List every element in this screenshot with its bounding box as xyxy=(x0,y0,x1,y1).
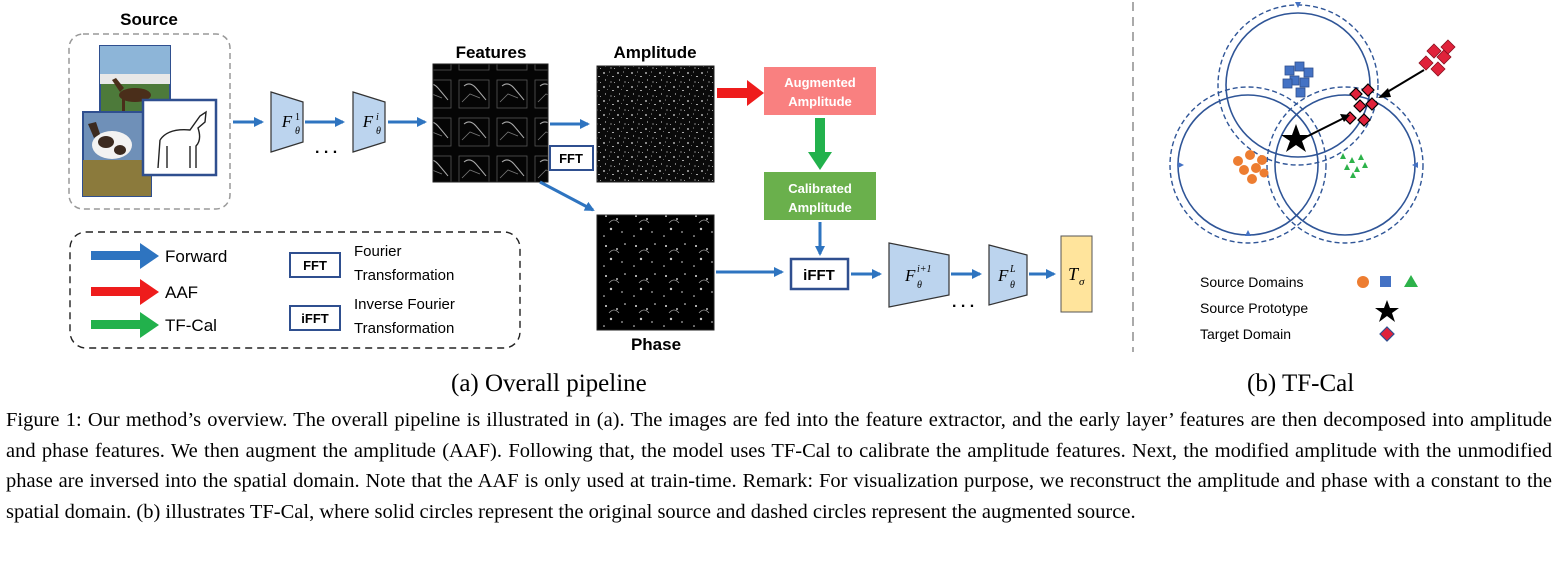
phase-image xyxy=(596,214,715,331)
legend-green-triangle xyxy=(1404,275,1418,287)
svg-text:F: F xyxy=(281,112,293,131)
legend-fft-box: FFT xyxy=(289,252,341,278)
legend-forward-label: Forward xyxy=(165,247,227,266)
orange-circles-cluster xyxy=(1233,150,1269,184)
svg-text:T: T xyxy=(1068,264,1080,284)
svg-text:Augmented: Augmented xyxy=(784,75,856,90)
extractor-layer-i: F i θ xyxy=(352,91,386,153)
extractor-layer-L: F L θ xyxy=(988,244,1028,306)
classifier-t-sigma: T σ xyxy=(1060,235,1093,313)
legend-prototype-star xyxy=(1375,300,1399,322)
horse-painting-image xyxy=(82,111,152,197)
fft-box: FFT xyxy=(549,145,594,171)
ifft-box: iFFT xyxy=(789,257,850,291)
svg-text:1: 1 xyxy=(295,112,300,123)
figure-caption: Figure 1: Our method’s overview. The ove… xyxy=(6,405,1552,527)
figure-caption-text: Figure 1: Our method’s overview. The ove… xyxy=(6,409,1552,523)
svg-text:iFFT: iFFT xyxy=(803,267,835,284)
legend-source-domains-label: Source Domains xyxy=(1200,274,1304,290)
blue-squares-cluster xyxy=(1282,61,1314,98)
legend-fft-desc-1: Fourier xyxy=(354,243,402,260)
legend-box xyxy=(69,231,521,349)
extractor-layer-i-plus-1: F i+1 θ xyxy=(888,242,950,308)
svg-text:Amplitude: Amplitude xyxy=(788,200,852,215)
legend-forward-arrow xyxy=(91,243,159,269)
prototype-shift-arrowhead xyxy=(1340,114,1350,122)
circle-direction-marks xyxy=(1178,2,1418,236)
legend-tfcal-arrow xyxy=(91,312,159,338)
legend-source-prototype-label: Source Prototype xyxy=(1200,300,1308,316)
target-diamonds-far xyxy=(1418,39,1456,77)
green-triangles-cluster xyxy=(1340,153,1368,178)
subcaption-a: (a) Overall pipeline xyxy=(451,370,647,397)
target-shift-arrowhead xyxy=(1378,88,1391,98)
svg-text:Calibrated: Calibrated xyxy=(788,181,852,196)
prototype-shift-arrow xyxy=(1307,117,1345,137)
features-image xyxy=(432,63,549,183)
source-dashed-box xyxy=(68,33,231,210)
extractor-layer-1: F 1 θ xyxy=(270,91,304,153)
svg-text:F: F xyxy=(904,266,916,285)
svg-text:θ: θ xyxy=(917,280,922,291)
legend-aaf-label: AAF xyxy=(165,283,198,302)
legend-ifft-desc-2: Transformation xyxy=(354,320,454,337)
horse-sketch-image xyxy=(141,98,218,177)
features-title: Features xyxy=(456,43,527,62)
svg-text:i: i xyxy=(376,112,379,123)
svg-text:L: L xyxy=(1009,264,1016,275)
legend-tfcal-label: TF-Cal xyxy=(165,316,217,335)
forward-arrow-to-phase xyxy=(539,180,595,212)
svg-text:Amplitude: Amplitude xyxy=(788,94,852,109)
tfcal-arrow xyxy=(808,118,832,170)
svg-text:i+1: i+1 xyxy=(917,264,932,275)
ellipsis-2: . . . xyxy=(952,294,974,311)
legend-blue-square xyxy=(1380,276,1391,287)
tfcal-circles xyxy=(1169,4,1424,244)
svg-text:F: F xyxy=(997,266,1009,285)
svg-text:σ: σ xyxy=(1079,276,1085,288)
legend-fft-desc-2: Transformation xyxy=(354,267,454,284)
svg-text:θ: θ xyxy=(295,126,300,137)
svg-text:FFT: FFT xyxy=(559,151,583,166)
amplitude-image xyxy=(596,65,715,183)
figure-diagram: Source F 1 θ . . . F i θ xyxy=(68,2,1456,354)
subcaption-b: (b) TF-Cal xyxy=(1247,370,1355,397)
target-diamonds-near xyxy=(1343,83,1379,127)
legend-ifft-desc-1: Inverse Fourier xyxy=(354,296,455,313)
calibrated-amplitude-box: Calibrated Amplitude xyxy=(764,172,876,220)
svg-text:θ: θ xyxy=(1010,280,1015,291)
svg-text:iFFT: iFFT xyxy=(301,311,328,326)
legend-ifft-box: iFFT xyxy=(289,305,341,331)
legend-aaf-arrow xyxy=(91,279,159,305)
legend-target-diamond xyxy=(1379,326,1395,342)
source-prototype-star xyxy=(1281,124,1311,152)
target-shift-arrow xyxy=(1383,69,1425,95)
ellipsis-1: . . . xyxy=(315,140,337,157)
svg-text:F: F xyxy=(362,112,374,131)
svg-text:θ: θ xyxy=(376,126,381,137)
phase-title: Phase xyxy=(631,335,681,354)
amplitude-title: Amplitude xyxy=(613,43,696,62)
legend-orange-circle xyxy=(1357,276,1369,288)
svg-text:FFT: FFT xyxy=(303,258,327,273)
augmented-amplitude-box: Augmented Amplitude xyxy=(764,67,876,115)
source-title: Source xyxy=(120,10,178,29)
aaf-arrow xyxy=(717,80,764,106)
legend-target-domain-label: Target Domain xyxy=(1200,326,1291,342)
